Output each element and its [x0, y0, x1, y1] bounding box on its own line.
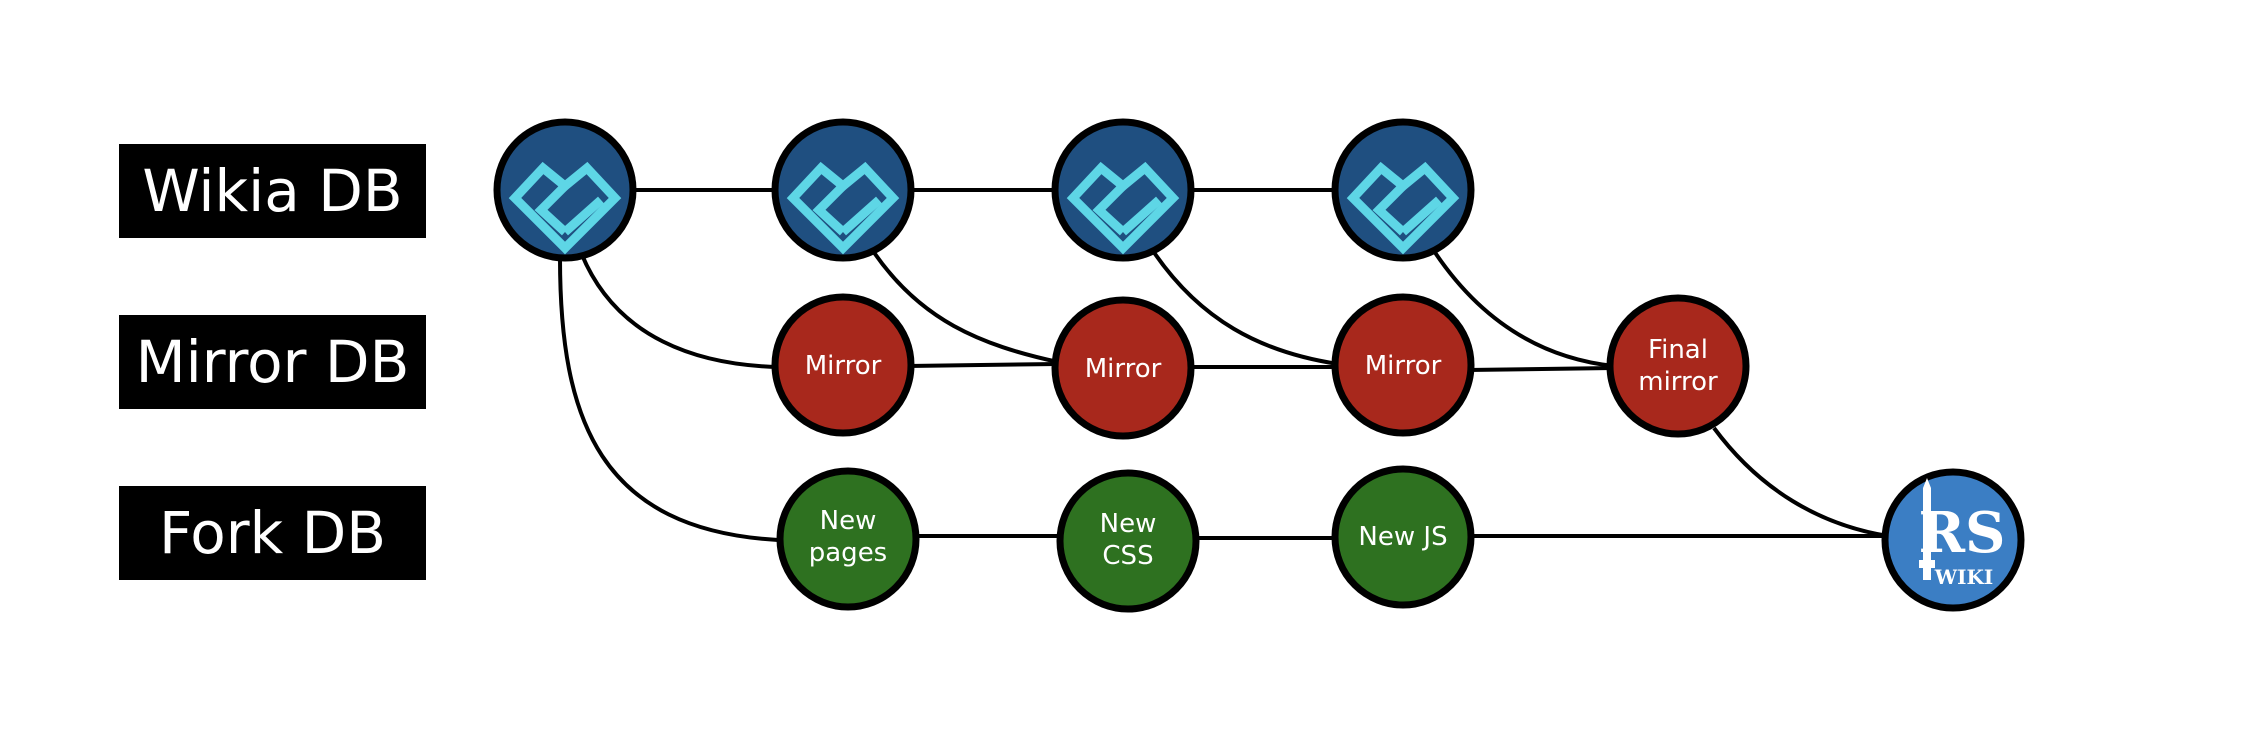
lane-label-mirror-db: Mirror DB [119, 315, 426, 409]
node-fork-3-label: New JS [1358, 522, 1447, 552]
node-mirror-2: Mirror [1051, 296, 1195, 440]
edge-wikia3-mirror3 [1151, 249, 1339, 366]
node-wikia-2 [771, 118, 915, 262]
node-mirror-3: Mirror [1331, 293, 1475, 437]
edge-wikia4-finalmirror [1432, 249, 1615, 368]
lane-label-fork-db: Fork DB [119, 486, 426, 580]
node-fork-2: New CSS [1056, 469, 1200, 613]
node-fork-1: New pages [776, 467, 920, 611]
node-final-mirror: Final mirror [1606, 294, 1750, 438]
node-wikia-3 [1051, 118, 1195, 262]
edge-wikia1-fork1 [558, 257, 779, 542]
rs-logo-letters: RS [1919, 500, 2006, 566]
rs-logo-wiki: WIKI [1934, 565, 1994, 589]
node-wikia-4 [1331, 118, 1475, 262]
node-final-mirror-label-2: mirror [1638, 367, 1718, 397]
edge-wikia2-mirror2 [871, 249, 1059, 364]
node-mirror-3-label: Mirror [1365, 351, 1442, 381]
node-fork-3: New JS [1331, 465, 1475, 609]
edge-wikia1-mirror1 [578, 249, 779, 369]
node-fork-2-label-1: New [1100, 509, 1157, 539]
node-mirror-1: Mirror [771, 293, 915, 437]
edge-mirror1-mirror2 [907, 362, 1059, 368]
lane-label-wikia-db: Wikia DB [119, 144, 426, 238]
node-fork-2-label-2: CSS [1102, 541, 1153, 571]
node-wikia-1 [493, 118, 637, 262]
edge-finalmirror-rs [1712, 426, 1889, 538]
node-mirror-2-label: Mirror [1085, 354, 1162, 384]
runescape-wiki-logo-icon: RS WIKI [1919, 478, 2006, 589]
edges [558, 188, 1889, 542]
node-mirror-1-label: Mirror [805, 351, 882, 381]
node-fork-1-label-2: pages [809, 538, 887, 568]
edge-mirror3-finalmirror [1467, 366, 1615, 372]
node-rs-wiki: RS WIKI [1881, 468, 2025, 612]
node-fork-1-label-1: New [820, 506, 877, 536]
node-final-mirror-label-1: Final [1648, 335, 1708, 365]
